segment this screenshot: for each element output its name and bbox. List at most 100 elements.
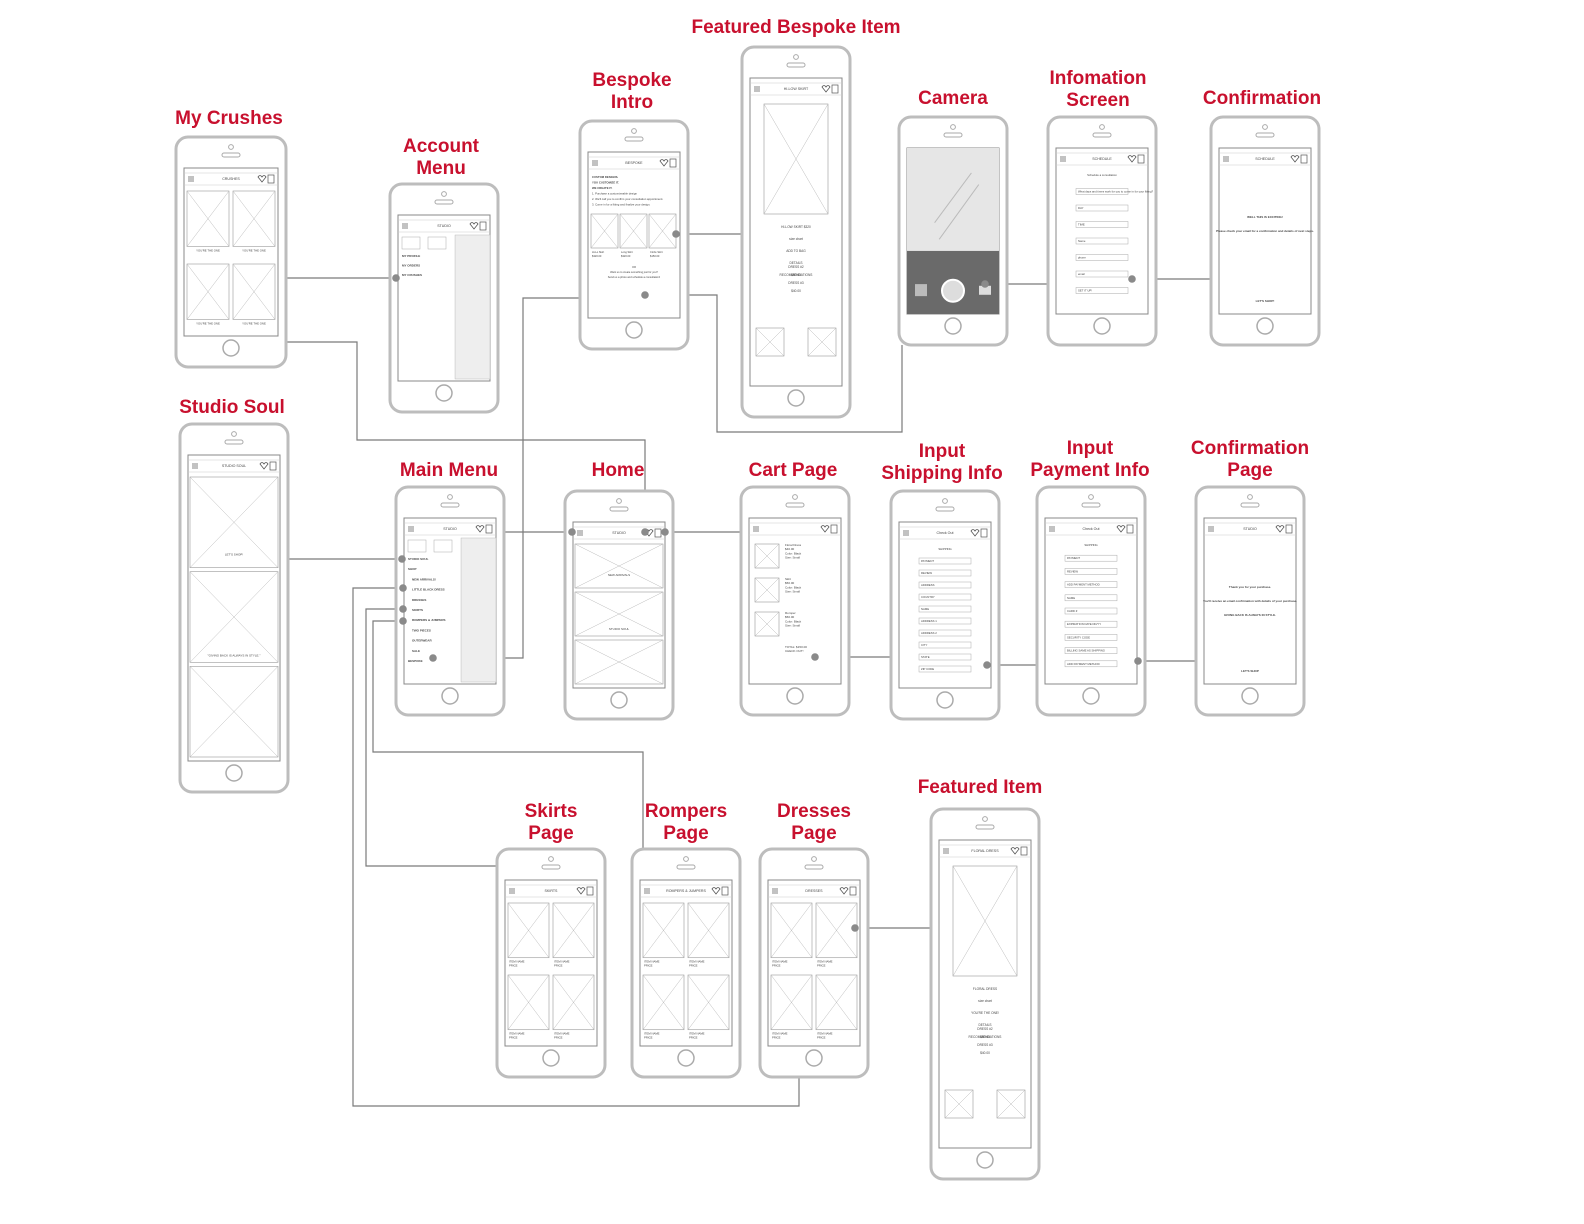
form-field [1075,237,1129,245]
bag-icon [1126,524,1134,534]
location-icon [427,236,447,250]
featured-item-text: RECOMMENDATIONS [969,1035,1002,1039]
placeholder-cross-line [996,1089,1026,1119]
form-field-label: ADDRESS 1 [921,619,937,623]
screen-title-line: Page [663,823,709,844]
featured-item-text: DRESS #2 [788,265,804,269]
screen-title-line: Page [791,823,837,844]
camera-lens-icon [942,498,948,504]
speaker-icon [804,864,824,870]
form-field [1064,581,1118,588]
screen-header-text: Check Out [1083,527,1100,531]
featured-item-text: DETAILS [789,261,802,265]
form-field-label: PAYMENT [1067,556,1080,560]
form-field [918,569,972,577]
form-field-label: email [1078,272,1085,276]
form-field [918,593,972,601]
screen-title-line: Input [1066,438,1114,459]
placeholder-cross-line [186,190,230,247]
featured-item-text: DRESS #2 [977,1027,993,1031]
product-price: PRICE [689,1036,698,1040]
screen-title: Confirmation [1203,88,1321,110]
camera-lens-icon [441,191,447,197]
home-button-icon [542,1049,560,1067]
connector-dot [811,653,819,661]
connector-dot [661,528,669,536]
home-button-icon [225,764,243,782]
placeholder-cross-line [944,1089,974,1119]
screen-title-line: Camera [918,88,988,109]
screen-title-line: Payment Info [1030,460,1150,481]
placeholder-cross-line [552,974,595,1030]
screen-header-text: STUDIO [1243,527,1257,531]
home-button-icon [1082,687,1100,705]
screen-header-text: DRESSES [805,889,823,893]
banner-label: NEW ARRIVALS [608,573,630,577]
camera-lens-icon [231,431,237,437]
placeholder-cross-line [815,902,858,958]
featured-item-text: $40.00 [791,289,801,293]
product-label: YOU'RE THE ONE [242,248,266,252]
screen-title-line: Featured Item [917,777,1043,798]
screen-header-text: STUDIO [443,527,457,531]
bag-icon [830,524,838,534]
product-label: ITEM NAME [689,960,705,964]
heart-icon [970,529,980,537]
featured-item-text: size chart [978,999,992,1003]
heart-icon [469,222,479,230]
form-field-label: EXPIRATION DATE DD/YY [1067,622,1101,626]
bag-icon [1300,154,1308,164]
connector-dot [392,274,400,282]
camera-lens-icon [1262,124,1268,130]
menu-item-label: LITTLE BLACK DRESS [412,588,445,592]
form-field [918,629,972,637]
confirmation-text: Please check your email for a confirmati… [1216,229,1314,233]
menu-item-label: MY CRUSHES [402,273,422,277]
placeholder-cross-line [763,103,829,215]
featured-item-text: RECOMMENDATIONS [780,273,813,277]
bag-icon [849,886,857,896]
speaker-icon [975,824,995,830]
speaker-icon [786,62,806,68]
speaker-icon [1092,132,1112,138]
connector-dot [398,555,406,563]
location-icon [433,539,453,553]
phone-screen [898,521,992,689]
camera-lens-icon [1088,494,1094,500]
camera-lens-icon [792,494,798,500]
placeholder-cross-line [754,543,780,569]
product-price: PRICE [817,1036,826,1040]
form-field-label: What days and times work for you to come… [1078,190,1154,194]
gallery-icon [915,284,927,297]
screen-title-line: Cart Page [748,460,838,481]
featured-item-text: $40.00 [980,1051,990,1055]
screen-header-text: BESPOKE [625,161,643,165]
form-field [918,641,972,649]
heart-icon [820,525,830,533]
placeholder-cross-line [189,666,279,758]
speaker-icon [624,136,644,142]
speaker-icon [676,864,696,870]
screen-title: Studio Soul [179,397,285,419]
cart-item-text: Skirt [785,577,791,581]
bag-icon [980,528,988,538]
form-field [1064,634,1118,641]
featured-item-text: FLORAL DRESS [973,987,997,991]
form-field-label: COUNTRY [921,595,935,599]
product-price: PRICE [509,964,518,968]
screen-header-text: STUDIO [437,224,451,228]
screen-title: Featured Bespoke Item [691,17,900,39]
heart-icon [1010,847,1020,855]
screen-title-line: Menu [416,158,466,179]
connector-dot [672,230,680,238]
